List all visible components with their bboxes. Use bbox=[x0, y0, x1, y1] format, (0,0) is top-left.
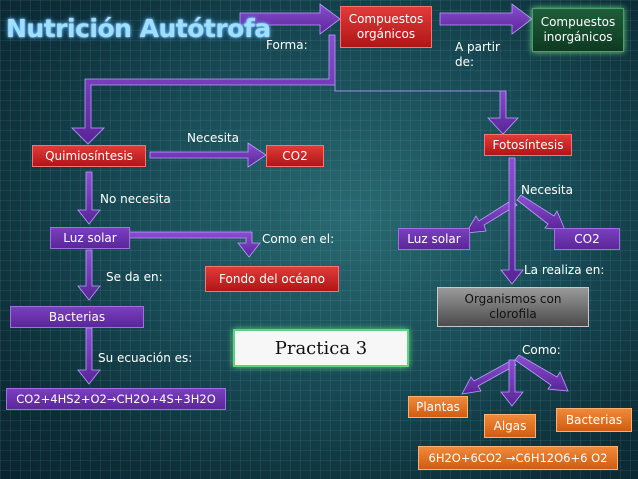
arrow-to-quimiosintesis bbox=[71, 34, 336, 145]
slide-title: Nutrición Autótrofa bbox=[6, 14, 271, 43]
label-su-ecuacion: Su ecuación es: bbox=[98, 351, 193, 365]
luz-solar-box-left: Luz solar bbox=[50, 227, 130, 249]
label-forma: Forma: bbox=[266, 38, 308, 52]
arrow-bacterias-to-ecuacion bbox=[77, 327, 101, 385]
algas-box: Algas bbox=[484, 414, 536, 438]
fondo-oceano-box: Fondo del océano bbox=[205, 266, 339, 292]
arrow-quimio-to-co2 bbox=[149, 142, 267, 168]
label-se-da-en: Se da en: bbox=[106, 270, 163, 284]
luz-solar-box-right: Luz solar bbox=[398, 228, 470, 250]
label-como: Como: bbox=[522, 343, 561, 357]
ecuacion-fotosintesis-box: 6H2O+6CO2 →C6H12O6+6 O2 bbox=[418, 446, 618, 470]
label-necesita-2: Necesita bbox=[521, 183, 573, 197]
practica-box: Practica 3 bbox=[233, 329, 409, 367]
arrow-foto-to-organismos bbox=[500, 157, 524, 285]
arrow-title-to-organicos bbox=[239, 3, 341, 35]
bacterias-box-right: Bacterias bbox=[556, 408, 632, 432]
label-necesita-1: Necesita bbox=[187, 131, 239, 145]
arrow-org-to-plantas bbox=[461, 359, 517, 395]
arrow-org-to-bacterias bbox=[514, 354, 569, 392]
fotosintesis-box: Fotosíntesis bbox=[484, 134, 572, 156]
ecuacion-quimiosintesis-box: CO2+4HS2+O2→CH2O+4S+3H2O bbox=[6, 388, 226, 410]
arrow-luz-to-fondo bbox=[124, 231, 261, 258]
arrow-org-to-algas bbox=[500, 359, 524, 407]
compuestos-inorganicos-box: Compuestos inorgánicos bbox=[532, 8, 624, 52]
plantas-box: Plantas bbox=[408, 396, 468, 418]
arrow-to-fotosintesis bbox=[334, 85, 519, 135]
label-no-necesita: No necesita bbox=[100, 192, 171, 206]
label-a-partir: A partir de: bbox=[455, 40, 500, 69]
quimiosintesis-box: Quimiosíntesis bbox=[32, 145, 146, 167]
label-como-en-el: Como en el: bbox=[262, 232, 335, 246]
arrow-organicos-to-inorganicos bbox=[439, 3, 533, 35]
organismos-box: Organismos con clorofila bbox=[437, 287, 589, 327]
co2-box-right: CO2 bbox=[554, 228, 620, 250]
compuestos-organicos-box: Compuestos orgánicos bbox=[340, 6, 432, 48]
co2-box-left: CO2 bbox=[266, 145, 324, 167]
arrow-foto-to-co2 bbox=[516, 194, 566, 231]
arrow-quimio-to-luz bbox=[77, 171, 101, 225]
bacterias-box-left: Bacterias bbox=[10, 306, 144, 328]
label-la-realiza: La realiza en: bbox=[524, 263, 605, 277]
arrow-luz-to-bacterias bbox=[77, 249, 101, 301]
